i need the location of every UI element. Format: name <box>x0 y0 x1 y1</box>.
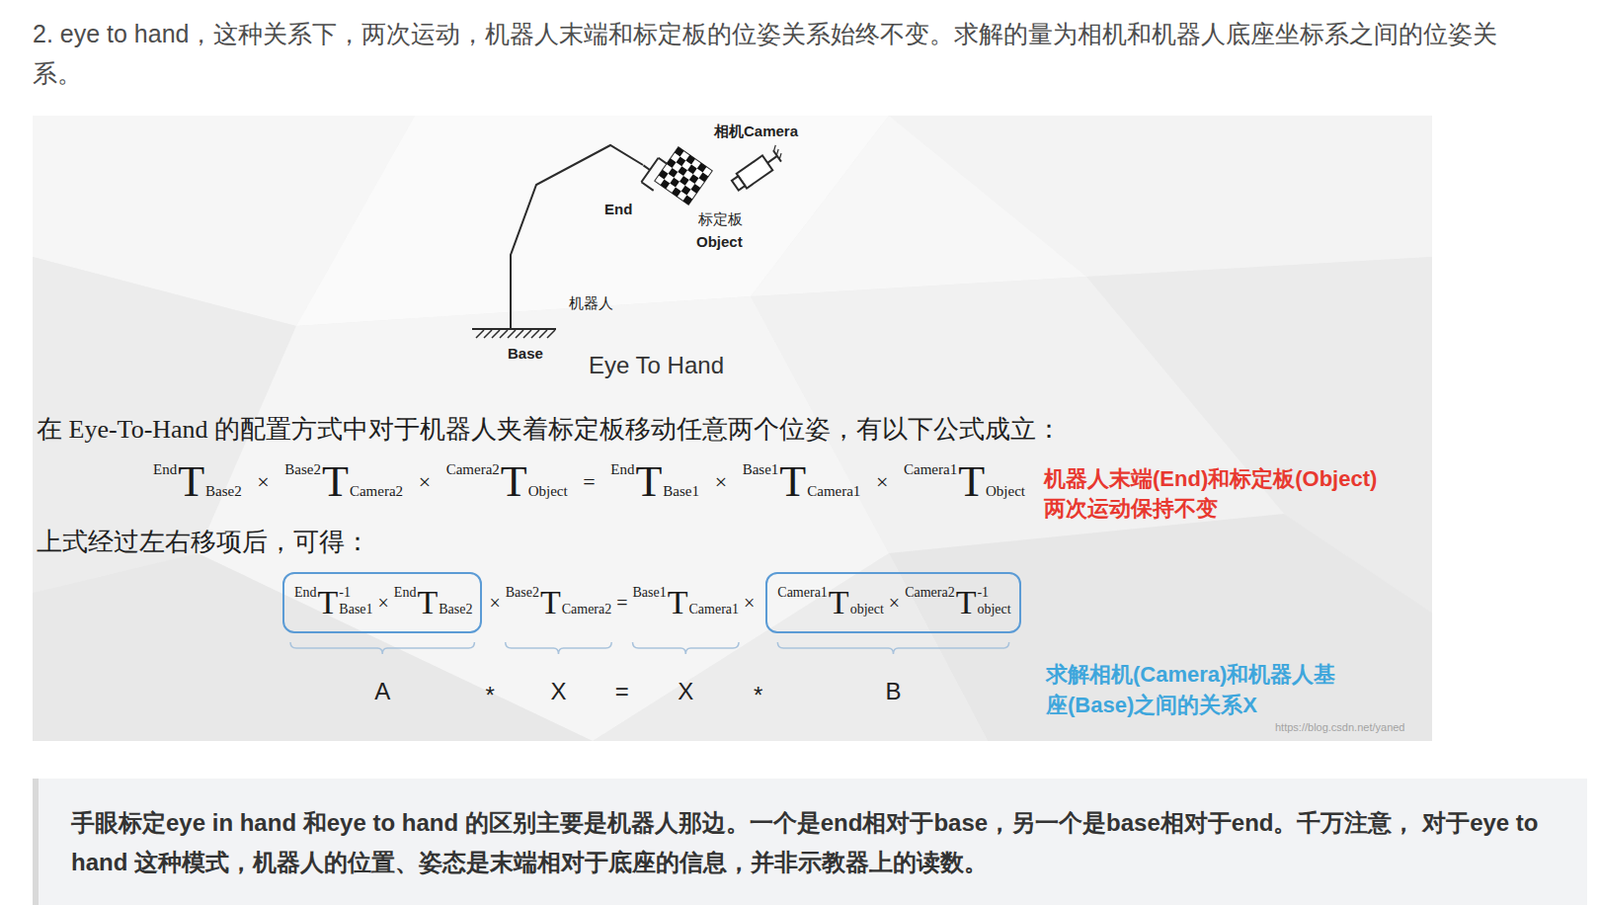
formula-token: Camera2 <box>446 462 500 478</box>
equation-symbol: B <box>884 677 901 706</box>
figure-label: Object <box>696 233 743 251</box>
formula-token: T <box>177 460 205 504</box>
facet <box>750 115 1087 297</box>
equation-symbol: * <box>484 681 494 710</box>
equation-symbol: A <box>374 677 391 706</box>
formula-token: Camera2 <box>904 585 956 600</box>
formula-token: = <box>582 471 595 493</box>
formula-token: T <box>958 460 985 504</box>
formula-token: T <box>956 585 977 620</box>
figure-label: Base <box>507 344 544 363</box>
base-ground-line <box>472 327 557 330</box>
formula-token: Base1 <box>633 585 667 600</box>
equation-symbol: = <box>615 677 630 706</box>
formula-token: object <box>850 602 884 617</box>
formula-token: Object <box>528 483 568 499</box>
base-hatch <box>476 329 556 338</box>
formula-token: Camera1 <box>689 602 740 617</box>
formula-token: Camera2 <box>349 483 403 499</box>
formula-token: Base2 <box>505 585 540 600</box>
formula-token: T <box>540 585 561 620</box>
figure-label: 标定板 <box>698 210 743 229</box>
figure-label: 机器人 <box>568 294 614 313</box>
formula-token: T <box>321 460 349 504</box>
formula-token: object <box>976 602 1011 617</box>
formula-token: Object <box>985 483 1026 499</box>
robot-arm <box>510 145 643 329</box>
annotation: 机器人末端(End)和标定板(Object) 两次运动保持不变 <box>1043 464 1381 524</box>
camera-mount <box>763 150 782 168</box>
formula-token: Camera1 <box>806 483 861 499</box>
watermark: https://blog.csdn.net/yaned <box>1275 720 1405 734</box>
note-text: 手眼标定eye in hand 和eye to hand 的区别主要是机器人那边… <box>38 778 1588 882</box>
paragraph: 在 Eye-To-Hand 的配置方式中对于机器人夹着标定板移动任意两个位姿，有… <box>36 410 1062 449</box>
formula-token: -1 <box>976 585 989 600</box>
camera-symbol <box>729 145 788 193</box>
formula-token: Camera1 <box>777 585 828 600</box>
mount-hatch <box>771 145 784 160</box>
figure-label: 相机Camera <box>714 122 799 141</box>
formula-token: × <box>378 592 390 613</box>
equation-symbol: X <box>550 677 566 706</box>
formula-token: Base1 <box>338 602 373 617</box>
formula-token: T <box>779 460 806 504</box>
formula-token: × <box>715 471 727 493</box>
formula-token: × <box>743 592 755 613</box>
facet <box>592 553 988 741</box>
panel-facets <box>32 115 1433 741</box>
camera-lens <box>731 175 745 190</box>
robot-illustration <box>472 145 787 338</box>
formula-token: T <box>416 585 438 620</box>
formula-token: × <box>488 592 500 613</box>
checkerboard <box>654 147 713 205</box>
formula-token: End <box>294 585 318 600</box>
formula-token: -1 <box>338 585 351 600</box>
figure-label: End <box>604 200 633 219</box>
annotation: 求解相机(Camera)和机器人基 座(Base)之间的关系X <box>1045 658 1340 720</box>
formula-token: T <box>828 585 850 620</box>
formula-token: Camera2 <box>561 602 613 617</box>
formula-token: Base2 <box>205 483 242 499</box>
formula-group-box: Camera1Tobject×Camera2Tobject-1 <box>765 571 1021 634</box>
formula-token: Base1 <box>662 483 700 499</box>
paragraph: 2. eye to hand，这种关系下，两次运动，机器人末端和标定板的位姿关系… <box>32 13 1502 93</box>
brace <box>633 641 740 654</box>
formula-token: Base2 <box>438 602 473 617</box>
formula-token: End <box>153 462 177 478</box>
equation-symbol: * <box>753 681 763 710</box>
facet <box>888 513 1433 741</box>
formula-token: × <box>256 471 269 493</box>
formula-token: = <box>616 592 628 613</box>
brace <box>290 641 475 654</box>
formula-token: T <box>500 460 528 504</box>
formula-token: Base1 <box>742 462 780 478</box>
formula-token: × <box>418 471 431 493</box>
panel-ground <box>32 115 1433 741</box>
equation-symbol: X <box>677 677 694 706</box>
paragraph: 上式经过左右移项后，可得： <box>36 523 371 561</box>
formula-token: T <box>635 460 662 504</box>
board-frame <box>654 147 713 205</box>
formula-token: T <box>318 585 339 620</box>
board-squares <box>654 147 713 205</box>
formula-token: T <box>667 585 689 620</box>
note-box: 手眼标定eye in hand 和eye to hand 的区别主要是机器人那边… <box>32 778 1588 905</box>
formula-token: Camera1 <box>903 462 958 478</box>
brace <box>777 641 1009 654</box>
formula-token: Base2 <box>284 462 321 478</box>
formula-token: × <box>876 471 888 493</box>
formula-token: × <box>888 592 900 613</box>
brace <box>505 641 613 654</box>
figure-caption: Eye To Hand <box>588 351 724 380</box>
formula-group-box: EndTBase1-1×EndTBase2 <box>282 571 482 634</box>
formula-token: End <box>610 462 635 478</box>
formula-token: End <box>394 585 417 600</box>
